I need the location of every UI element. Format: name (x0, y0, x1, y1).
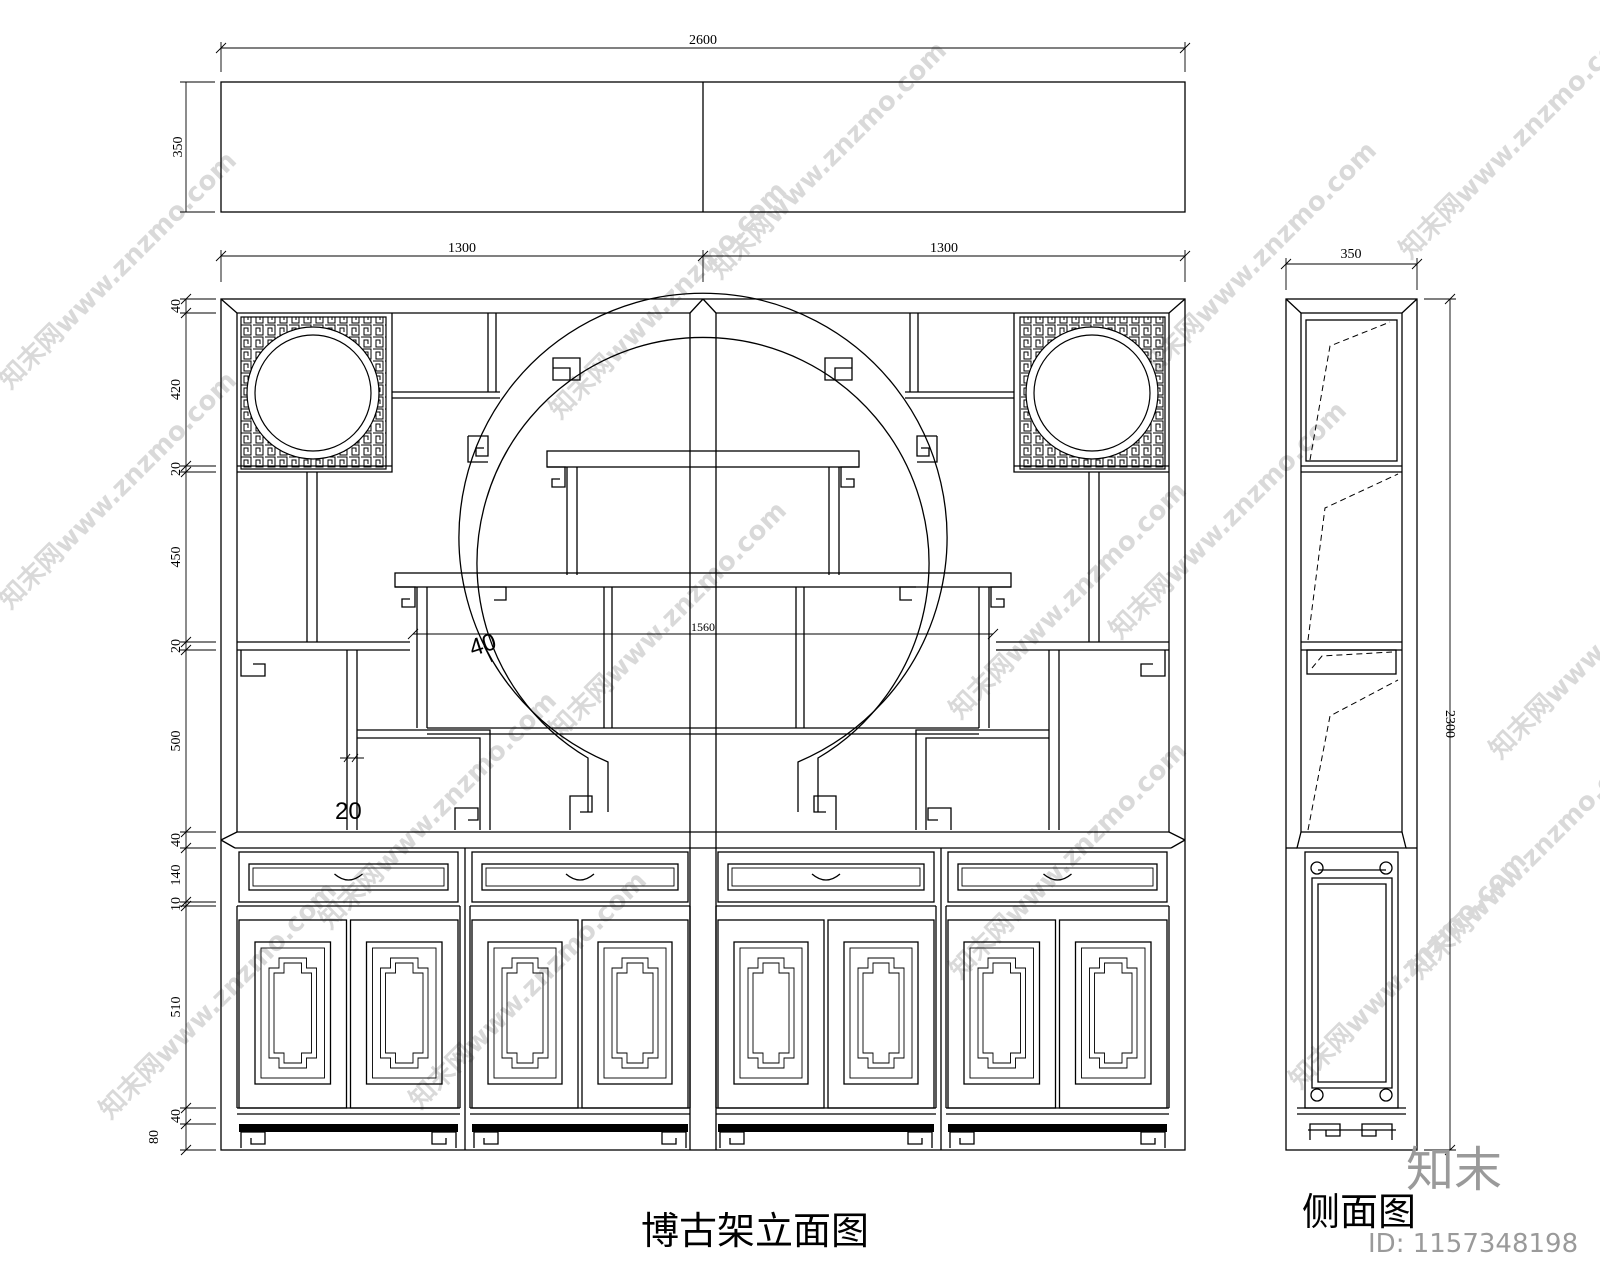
top-plan-view: 2600 350 (171, 33, 1191, 213)
side-elevation: 350 2300 侧面图 (1280, 247, 1457, 1234)
cabinet-door (827, 919, 935, 1109)
dim-side-height: 2300 (1442, 710, 1457, 738)
watermark-site-text: 知末网www.znzmo.com (1484, 516, 1600, 765)
vertical-dimension-label: 40 (169, 833, 184, 847)
vertical-dimension-label: 10 (169, 897, 184, 911)
vertical-dimension-label: 500 (169, 731, 184, 752)
plinth-fret (948, 1124, 1167, 1148)
vertical-dimension-label: 140 (169, 865, 184, 886)
plinth-fret (472, 1124, 688, 1148)
watermark-id: ID: 1157348198 (1368, 1229, 1578, 1259)
dim-shelf-thickness: 20 (335, 798, 362, 825)
plinth-fret (718, 1124, 934, 1148)
front-elevation: 1300 1300 (147, 241, 1191, 1253)
watermark-site-text: 知末网www.znzmo.com (0, 146, 243, 395)
cabinet-door (717, 919, 825, 1109)
watermark-site-text: 知末网www.znzmo.com (704, 36, 953, 285)
vertical-dimension-label: 20 (169, 462, 184, 476)
vertical-dimension-label: 40 (169, 299, 184, 313)
carved-panel-left (240, 316, 387, 470)
dim-top-width: 2600 (689, 33, 717, 48)
drawer (947, 851, 1168, 903)
plinth (239, 1124, 1167, 1148)
drawer-handle-icon (334, 873, 363, 881)
watermark-site-text: 知末网www.znzmo.com (0, 366, 243, 615)
carved-panel-right (1019, 316, 1166, 470)
vertical-dimension-label: 40 (169, 1109, 184, 1123)
vertical-dimension-chain: 40 420 20 450 20 500 40 140 10 510 40 80 (147, 293, 216, 1156)
drawer-handle-icon (811, 873, 841, 881)
watermark-layer: 知末网www.znzmo.com知末网www.znzmo.com知末网www.z… (0, 16, 1600, 1125)
drawer (238, 851, 459, 903)
cabinet-door (1058, 919, 1168, 1109)
vertical-dimension-label: 420 (169, 379, 184, 400)
watermark-site-text: 知末网www.znzmo.com (1394, 16, 1600, 265)
lower-cabinets (236, 848, 1170, 1150)
drawer (717, 851, 935, 903)
dim-right-half: 1300 (930, 241, 958, 256)
front-elevation-title: 博古架立面图 (641, 1209, 869, 1253)
dim-side-width: 350 (1341, 247, 1362, 262)
cabinet-door (238, 919, 348, 1109)
drawer-handle-icon (1043, 873, 1072, 881)
watermark-logo: 知末 (1406, 1142, 1502, 1198)
vertical-dimension-label: 80 (147, 1130, 162, 1144)
dim-top-depth: 350 (171, 137, 186, 158)
plinth-fret (239, 1124, 458, 1148)
drawer (471, 851, 689, 903)
watermark-site-text: 知末网www.znzmo.com (1284, 846, 1533, 1095)
watermark-site-text: 知末网www.znzmo.com (94, 876, 343, 1125)
dim-ring-width: 40 (466, 628, 500, 662)
moon-gate-ring (458, 292, 948, 812)
cabinet-door (349, 919, 459, 1109)
vertical-dimension-label: 20 (169, 639, 184, 653)
drawer-handle-icon (565, 873, 595, 881)
side-elevation-title: 侧面图 (1302, 1190, 1416, 1234)
vertical-dimension-label: 510 (169, 997, 184, 1018)
dim-circle-span: 1560 (691, 620, 715, 634)
dim-left-half: 1300 (448, 241, 476, 256)
watermark-site-text: 知末网www.znzmo.com (544, 496, 793, 745)
cabinet-door (947, 919, 1057, 1109)
vertical-dimension-label: 450 (169, 547, 184, 568)
cabinet-door (581, 919, 689, 1109)
